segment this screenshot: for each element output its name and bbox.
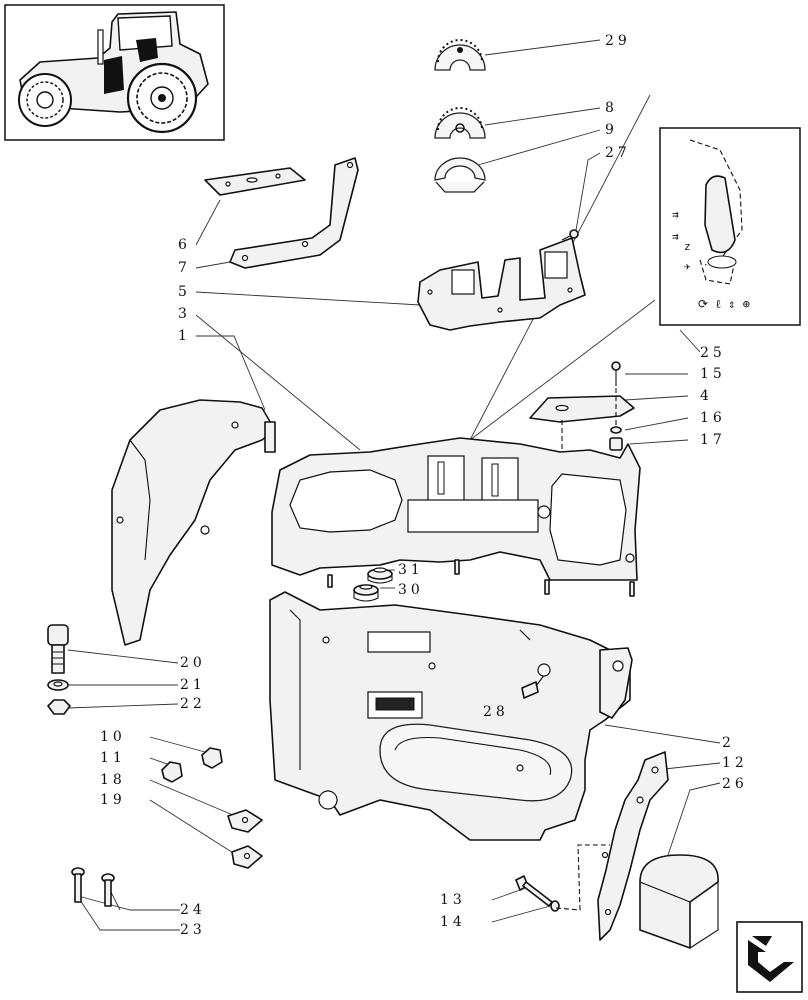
leader-lines bbox=[67, 39, 721, 931]
support-frame-5 bbox=[417, 237, 586, 331]
washer-21 bbox=[47, 679, 69, 691]
screw-23 bbox=[71, 867, 85, 903]
callout-6: 6 bbox=[178, 237, 191, 253]
bolt-20 bbox=[47, 624, 69, 674]
callout-5: 5 bbox=[178, 284, 191, 300]
pad-26 bbox=[639, 854, 719, 949]
callout-14: 14 bbox=[440, 914, 466, 930]
nut-17 bbox=[609, 437, 623, 451]
cover-plate-9 bbox=[434, 157, 486, 193]
callout-28: 28 bbox=[483, 704, 509, 720]
callout-2: 2 bbox=[722, 735, 735, 751]
callout-19: 19 bbox=[100, 792, 126, 808]
bracket-plate-6 bbox=[204, 167, 306, 196]
callout-27: 27 bbox=[605, 145, 631, 161]
callout-31: 31 bbox=[398, 562, 424, 578]
callout-7: 7 bbox=[178, 260, 191, 276]
svg-text:⟳ ℓ ⇕ ⊕: ⟳ ℓ ⇕ ⊕ bbox=[698, 297, 750, 311]
callout-21: 21 bbox=[180, 677, 206, 693]
callout-3: 3 bbox=[178, 306, 191, 322]
callout-15: 15 bbox=[700, 366, 726, 382]
dial-plate-29 bbox=[434, 39, 486, 71]
callout-29: 29 bbox=[605, 33, 631, 49]
clip-19 bbox=[231, 845, 263, 869]
callout-17: 17 bbox=[700, 432, 726, 448]
svg-text:✈: ✈ bbox=[684, 260, 691, 273]
callout-labels: 29 8 9 27 6 7 5 3 1 25 15 4 16 17 31 30 … bbox=[100, 33, 748, 938]
callout-9: 9 bbox=[605, 122, 618, 138]
callout-25: 25 bbox=[700, 345, 726, 361]
screw-24 bbox=[101, 873, 115, 907]
tractor-thumbnail-icon bbox=[4, 4, 225, 141]
side-shroud-1 bbox=[111, 399, 276, 646]
nut-22 bbox=[47, 699, 71, 715]
callout-26: 26 bbox=[722, 776, 748, 792]
washer-16 bbox=[610, 426, 622, 434]
callout-10: 10 bbox=[100, 729, 126, 745]
bracket-7 bbox=[229, 157, 359, 269]
callout-1: 1 bbox=[178, 328, 191, 344]
screw-27 bbox=[561, 229, 579, 241]
grommet-30 bbox=[353, 584, 379, 602]
lower-console-2 bbox=[269, 591, 633, 841]
callout-8: 8 bbox=[605, 100, 618, 116]
callout-13: 13 bbox=[440, 892, 466, 908]
callout-16: 16 bbox=[700, 410, 726, 426]
screw-28 bbox=[521, 663, 551, 699]
callout-20: 20 bbox=[180, 655, 206, 671]
nut-11 bbox=[161, 761, 183, 783]
cover-4 bbox=[529, 395, 635, 423]
clip-18 bbox=[227, 809, 263, 833]
washer-14 bbox=[550, 900, 560, 912]
svg-text:z: z bbox=[684, 240, 691, 253]
callout-11: 11 bbox=[100, 750, 126, 766]
callout-30: 30 bbox=[398, 582, 424, 598]
svg-text:⇉: ⇉ bbox=[672, 208, 679, 221]
inset-detail-25: ⇉ ⇉ z ✈ ⟳ ℓ ⇕ ⊕ bbox=[659, 127, 801, 326]
screw-15 bbox=[611, 361, 621, 386]
trim-strip-12 bbox=[597, 751, 669, 941]
next-page-arrow-icon[interactable] bbox=[736, 921, 803, 993]
callout-12: 12 bbox=[722, 755, 748, 771]
dial-plate-8 bbox=[434, 107, 486, 139]
callout-4: 4 bbox=[700, 388, 713, 404]
bolt-13 bbox=[515, 875, 553, 907]
nut-10 bbox=[201, 747, 223, 769]
callout-23: 23 bbox=[180, 922, 206, 938]
svg-text:⇉: ⇉ bbox=[672, 230, 679, 243]
callout-18: 18 bbox=[100, 772, 126, 788]
callout-24: 24 bbox=[180, 902, 206, 918]
callout-22: 22 bbox=[180, 696, 206, 712]
upper-console-3 bbox=[271, 437, 641, 597]
grommet-31 bbox=[367, 567, 393, 584]
